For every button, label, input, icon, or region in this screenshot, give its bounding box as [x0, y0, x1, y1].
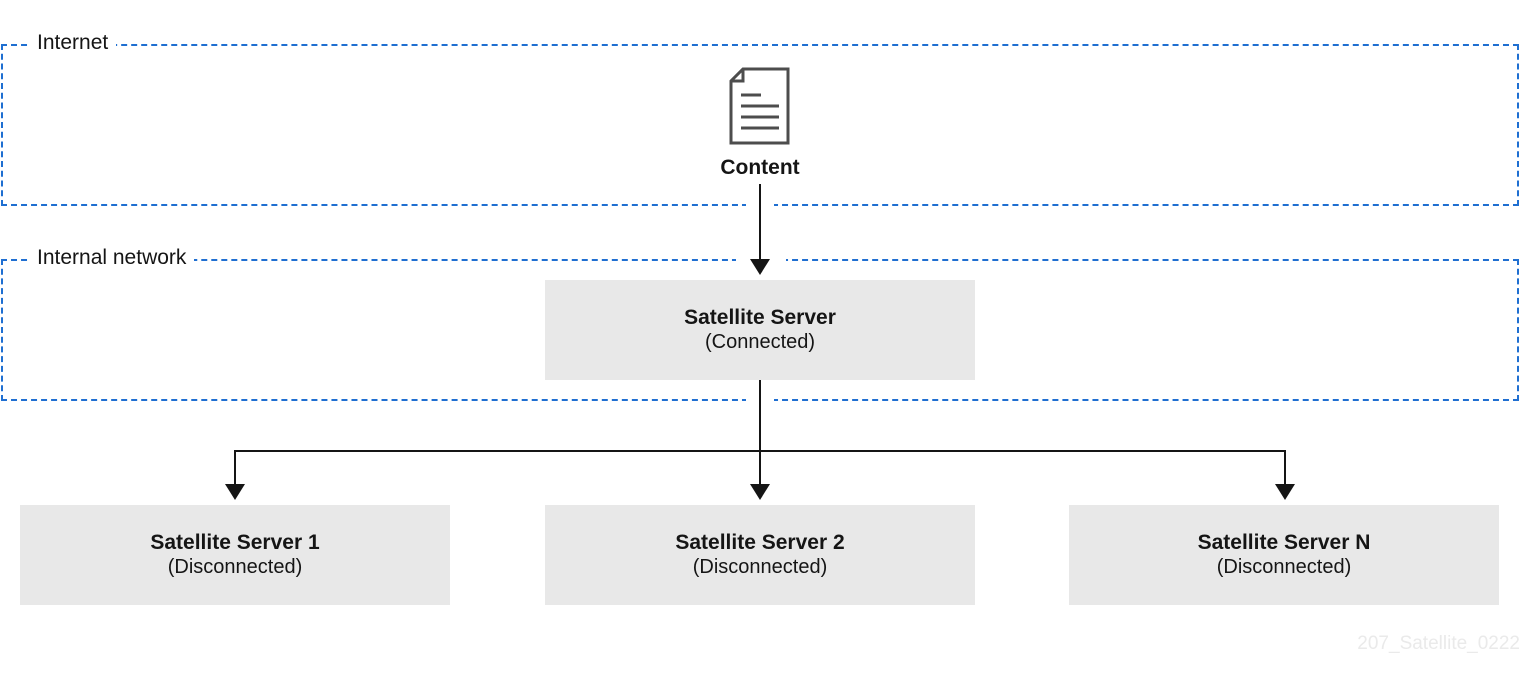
- satellite-server-connected-box: Satellite Server (Connected): [545, 280, 975, 380]
- arrowhead-main: [750, 259, 770, 275]
- satellite-server-n-box: Satellite Server N (Disconnected): [1069, 505, 1499, 605]
- server-title: Satellite Server: [684, 306, 836, 329]
- satellite-server-1-box: Satellite Server 1 (Disconnected): [20, 505, 450, 605]
- internal-network-zone-label: Internal network: [29, 246, 195, 270]
- arrowhead-2: [750, 484, 770, 500]
- satellite-server-2-box: Satellite Server 2 (Disconnected): [545, 505, 975, 605]
- server-title: Satellite Server N: [1197, 531, 1371, 554]
- server-title: Satellite Server 1: [150, 531, 320, 554]
- server-status: (Connected): [704, 331, 816, 353]
- arrowhead-n: [1275, 484, 1295, 500]
- server-status: (Disconnected): [167, 556, 303, 578]
- internet-zone-label: Internet: [29, 31, 117, 55]
- server-title: Satellite Server 2: [675, 531, 845, 554]
- server-status: (Disconnected): [1216, 556, 1352, 578]
- content-label: Content: [720, 156, 800, 179]
- document-icon: [729, 67, 790, 145]
- arrowhead-1: [225, 484, 245, 500]
- server-status: (Disconnected): [692, 556, 828, 578]
- figure-id-watermark: 207_Satellite_0222: [1357, 633, 1520, 654]
